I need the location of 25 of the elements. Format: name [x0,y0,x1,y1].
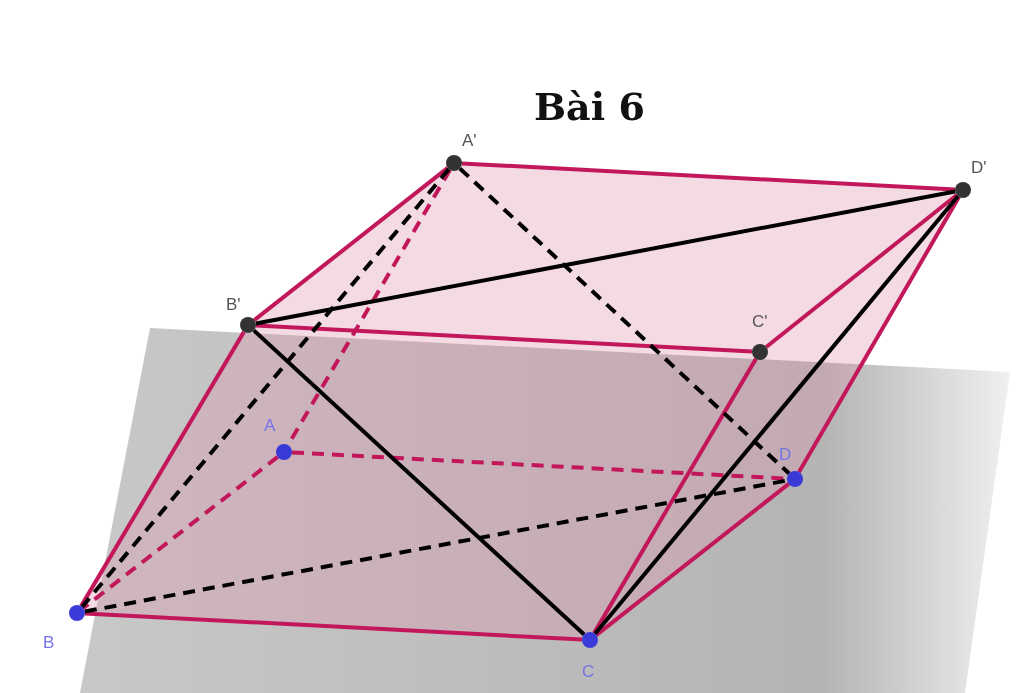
hidden-edge-line [80,167,451,609]
point-label: C' [752,312,768,332]
point-label: B' [226,295,241,315]
hidden-edge-line [458,166,791,476]
hidden-edge-line [82,455,279,610]
point-label: A [264,416,276,436]
edge-line [461,161,956,192]
edge-line [79,330,246,608]
point-label: A' [462,131,477,151]
edge-line [84,611,583,642]
edge-line [255,323,753,354]
edge-line [252,328,586,637]
edge-line [593,194,960,636]
edge-line [595,482,790,637]
edge-line [765,193,958,349]
point-label: C [582,662,595,682]
title-text: Bài 6 [534,84,645,130]
edge-line [797,195,961,474]
edge-line [255,189,956,326]
point-label: D' [971,158,987,178]
point-label: B [43,633,55,653]
point-label: D [779,445,792,465]
edge-line [592,357,758,635]
edge-line [253,166,449,322]
hidden-edge-line [84,478,788,614]
